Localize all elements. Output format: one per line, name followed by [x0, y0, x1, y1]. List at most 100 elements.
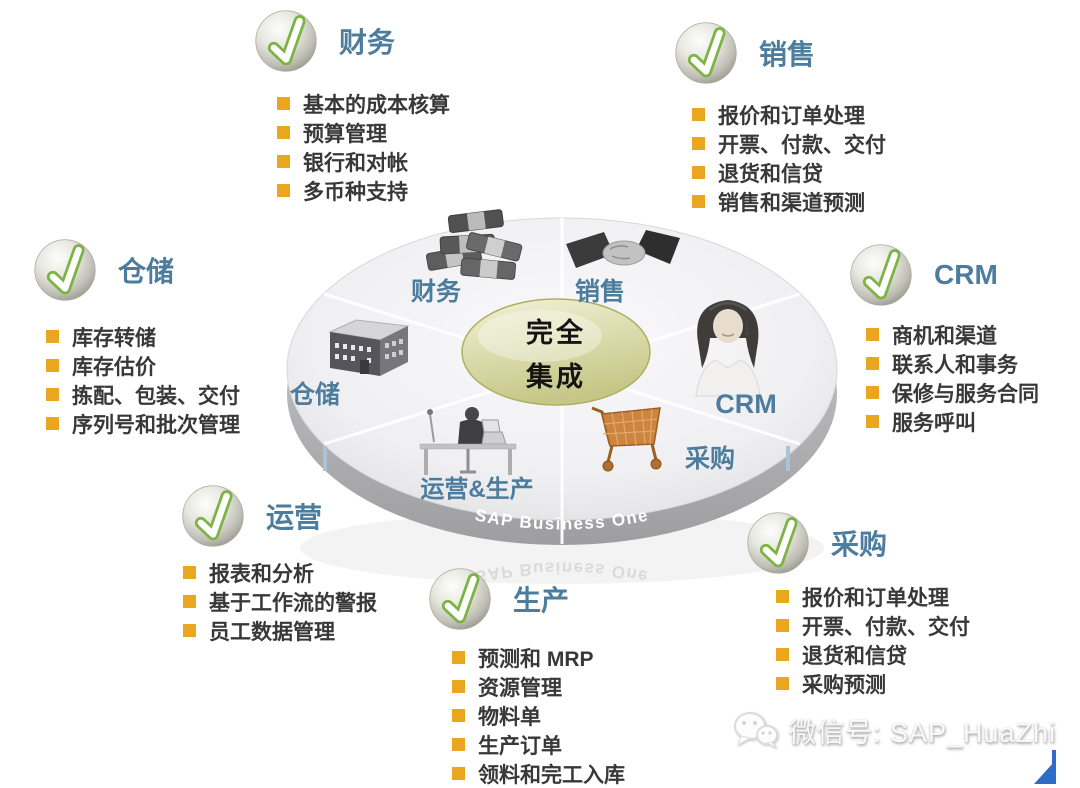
list-item: 服务呼叫: [866, 407, 1039, 436]
list-item: 开票、付款、交付: [692, 129, 886, 158]
bullet-icon: [692, 166, 705, 179]
bullet-icon: [452, 709, 465, 722]
center-ellipse-highlight: [478, 310, 602, 362]
list-item: 物料单: [452, 701, 625, 730]
bullet-icon: [452, 767, 465, 780]
list-item: 销售和渠道预测: [692, 187, 886, 216]
list-item: 退货和信贷: [692, 158, 886, 187]
money-stacks-icon: [425, 209, 523, 280]
list-item: 基于工作流的警报: [183, 587, 377, 616]
list-item: 员工数据管理: [183, 616, 377, 645]
list-item: 保修与服务合同: [866, 378, 1039, 407]
rim-tick-left-icon: [323, 446, 327, 471]
bullet-icon: [277, 126, 290, 139]
item-text: 库存转储: [72, 326, 156, 350]
check-icon: [673, 20, 739, 86]
section-title: 生产: [513, 585, 570, 616]
center-label-line1: 完全: [526, 317, 586, 348]
item-text: 报表和分析: [209, 562, 314, 586]
section-purchasing: 采购 报价和订单处理开票、付款、交付退货和信贷采购预测: [745, 510, 970, 698]
bullet-icon: [692, 108, 705, 121]
section-finance: 财务 基本的成本核算预算管理银行和对帐多币种支持: [253, 8, 450, 205]
wechat-watermark: 微信号: SAP_HuaZhi: [733, 710, 1056, 750]
warehouse-building-icon: [328, 319, 410, 376]
list-item: 银行和对帐: [277, 147, 450, 176]
section-title: 销售: [759, 39, 816, 70]
section-warehouse: 仓储 库存转储库存估价拣配、包装、交付序列号和批次管理: [32, 237, 240, 438]
bullet-icon: [46, 330, 59, 343]
item-text: 领料和完工入库: [478, 763, 625, 787]
item-text: 报价和订单处理: [718, 104, 865, 128]
wheel-sector-label-crm: CRM: [715, 389, 777, 419]
list-item: 多币种支持: [277, 176, 450, 205]
check-icon: [180, 483, 246, 549]
list-item: 商机和渠道: [866, 320, 1039, 349]
corner-marker-icon: [1034, 750, 1056, 784]
list-item: 开票、付款、交付: [776, 611, 970, 640]
list-item: 生产订单: [452, 730, 625, 759]
section-crm: CRM 商机和渠道联系人和事务保修与服务合同服务呼叫: [848, 242, 1039, 436]
wheel-sector-label-sales: 销售: [575, 277, 625, 306]
bullet-icon: [692, 137, 705, 150]
check-icon: [253, 8, 319, 74]
item-text: 生产订单: [478, 734, 562, 758]
support-agent-photo: [695, 300, 761, 397]
bullet-icon: [183, 566, 196, 579]
item-text: 资源管理: [478, 676, 562, 700]
list-item: 预测和 MRP: [452, 643, 625, 672]
list-item: 库存转储: [46, 322, 240, 351]
bullet-icon: [183, 595, 196, 608]
bullet-icon: [46, 359, 59, 372]
bullet-icon: [866, 415, 879, 428]
item-text: 服务呼叫: [892, 411, 976, 435]
watermark-text: 微信号: SAP_HuaZhi: [789, 717, 1057, 748]
item-text: 采购预测: [802, 673, 886, 697]
list-item: 联系人和事务: [866, 349, 1039, 378]
wheel-sector-label-finance: 财务: [411, 278, 461, 306]
handshake-icon: [566, 230, 680, 268]
section-production: 生产 预测和 MRP 资源管理物料单生产订单领料和完工入库: [427, 566, 625, 788]
item-text: 基本的成本核算: [303, 93, 450, 117]
list-item: 采购预测: [776, 669, 970, 698]
item-text: 销售和渠道预测: [718, 191, 865, 215]
shopping-cart-icon: [591, 406, 662, 472]
wheel-sector-label-purchasing: 采购: [685, 444, 735, 473]
check-icon: [745, 510, 811, 576]
section-sales-header: 销售: [673, 20, 886, 86]
item-text: 银行和对帐: [303, 151, 408, 175]
section-production-list: 预测和 MRP 资源管理物料单生产订单领料和完工入库: [452, 643, 625, 788]
section-title: 仓储: [118, 256, 175, 287]
check-icon: [32, 237, 98, 303]
list-item: 基本的成本核算: [277, 89, 450, 118]
center-ellipse: [461, 298, 651, 406]
section-title: 财务: [339, 27, 396, 58]
item-text: 基于工作流的警报: [209, 591, 377, 615]
item-text: 拣配、包装、交付: [72, 384, 240, 408]
section-purchasing-header: 采购: [745, 510, 970, 576]
bullet-icon: [452, 738, 465, 751]
bullet-icon: [452, 651, 465, 664]
list-item: 拣配、包装、交付: [46, 380, 240, 409]
office-worker-icon: [419, 407, 517, 475]
section-operations-list: 报表和分析基于工作流的警报员工数据管理: [183, 558, 377, 645]
section-title: CRM: [934, 259, 998, 290]
list-item: 库存估价: [46, 351, 240, 380]
item-text: 开票、付款、交付: [802, 615, 970, 639]
list-item: 报价和订单处理: [776, 582, 970, 611]
item-text: 物料单: [478, 705, 541, 729]
center-label-line2: 集成: [525, 361, 586, 392]
check-icon: [427, 566, 493, 632]
list-item: 资源管理: [452, 672, 625, 701]
item-text: 退货和信贷: [718, 162, 823, 186]
bullet-icon: [776, 590, 789, 603]
item-text: 多币种支持: [303, 180, 408, 204]
bullet-icon: [277, 97, 290, 110]
item-text: 库存估价: [72, 355, 156, 379]
rim-tick-right-icon: [786, 446, 790, 471]
item-text: 保修与服务合同: [892, 382, 1039, 406]
bullet-icon: [866, 357, 879, 370]
wheel-drop-shadow: [300, 512, 824, 584]
bullet-icon: [452, 680, 465, 693]
